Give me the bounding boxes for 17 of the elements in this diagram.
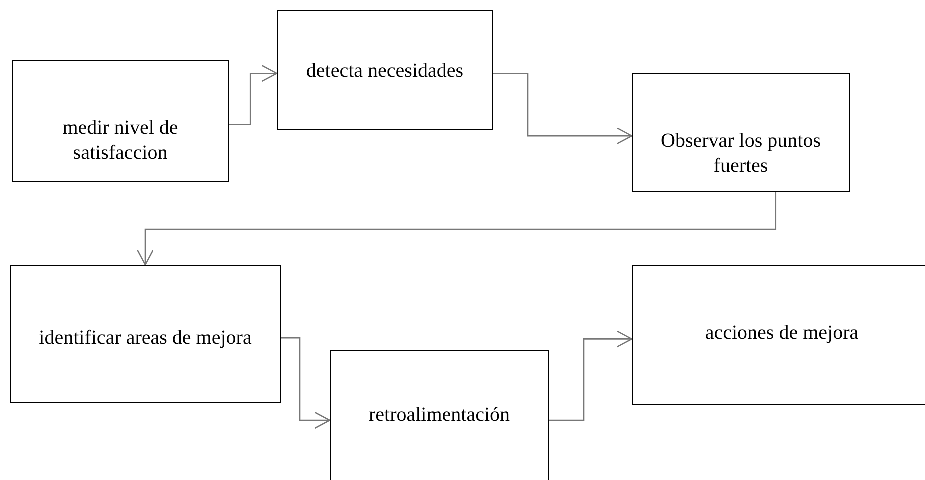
arrow bbox=[281, 338, 331, 430]
box-label: Observar los puntos fuertes bbox=[660, 129, 822, 179]
box-label: medir nivel de satisfaccion bbox=[62, 116, 180, 166]
box-label: detecta necesidades bbox=[306, 59, 464, 84]
arrow bbox=[549, 330, 633, 422]
process-box bbox=[632, 265, 925, 405]
box-label: retroalimentación bbox=[368, 403, 510, 428]
process-box bbox=[277, 10, 493, 130]
process-box bbox=[330, 350, 549, 480]
process-box bbox=[12, 60, 229, 182]
box-label: acciones de mejora bbox=[705, 321, 859, 346]
arrow bbox=[493, 72, 633, 145]
arrow bbox=[136, 192, 777, 266]
arrow bbox=[229, 64, 278, 126]
box-label: identificar areas de mejora bbox=[39, 326, 252, 351]
process-box bbox=[632, 73, 850, 192]
process-box bbox=[10, 265, 281, 403]
